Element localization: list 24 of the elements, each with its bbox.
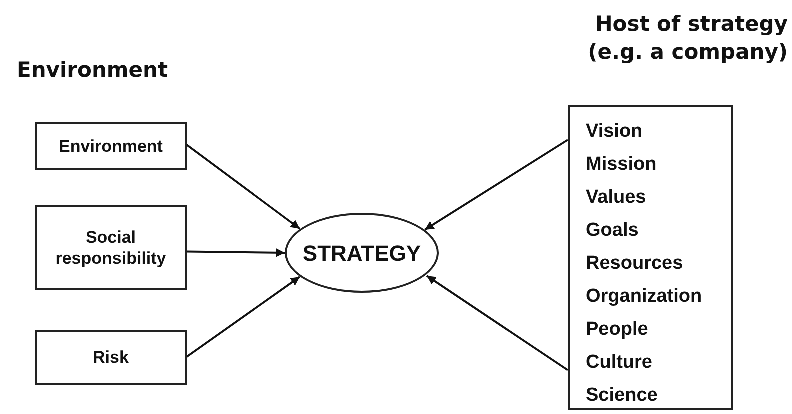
node-label: Social responsibility [54, 226, 168, 268]
node-label: Environment [59, 136, 163, 156]
group-heading: Host of strategy (e.g. a company) [587, 11, 788, 66]
arrow [424, 139, 569, 231]
node-label: Risk [93, 347, 129, 368]
list-item: Resources [586, 252, 684, 276]
list-item: Vision [586, 120, 643, 144]
text-box [35, 205, 187, 290]
text-box [35, 330, 187, 385]
arrow [186, 144, 301, 230]
list-item: Goals [586, 219, 639, 243]
arrow [186, 248, 286, 258]
list-item: Mission [586, 153, 657, 177]
list-item: Values [586, 186, 646, 210]
list-item: Organization [586, 285, 702, 309]
arrow [426, 275, 569, 372]
list-item: Culture [586, 351, 652, 375]
list-item: People [586, 318, 648, 342]
arrow [186, 276, 301, 358]
text-box [35, 122, 187, 170]
list-item: Science [586, 384, 658, 408]
group-heading: Environment [17, 57, 170, 84]
list-box [568, 105, 733, 410]
node-label: STRATEGY [302, 242, 422, 264]
